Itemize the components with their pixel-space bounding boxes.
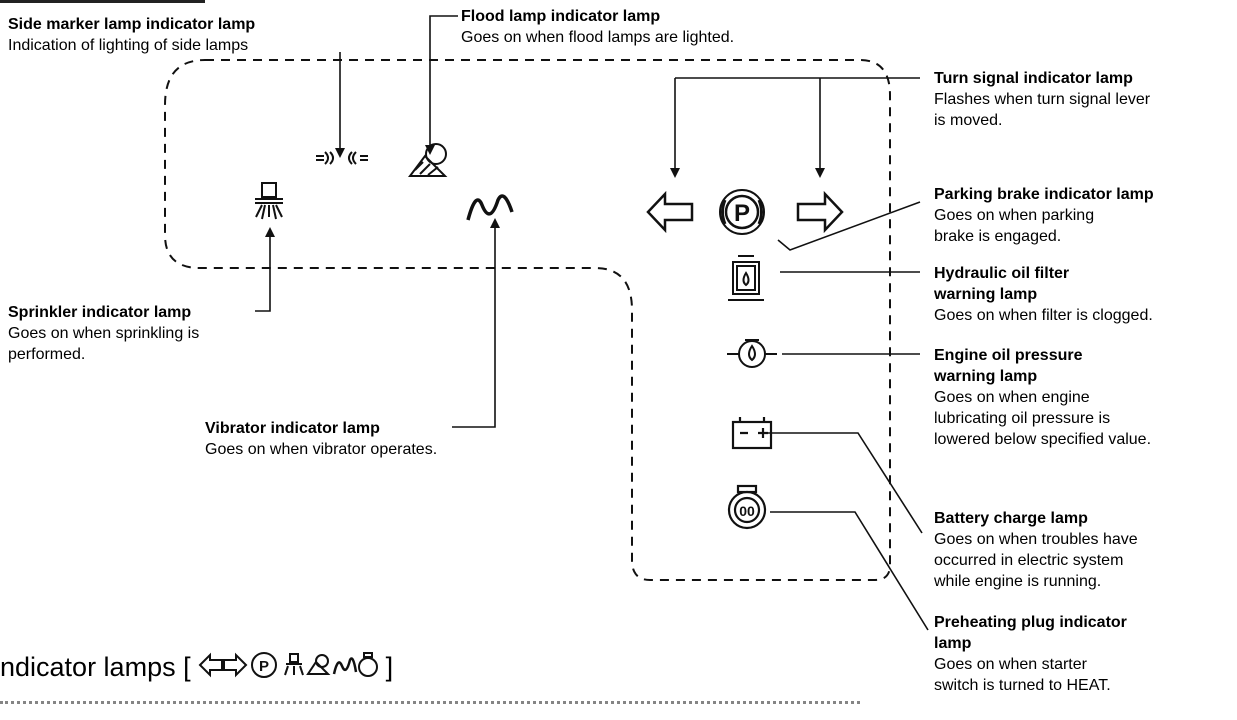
hydraulic-filter-label: Hydraulic oil filter warning lamp Goes o… — [934, 265, 1153, 324]
caption-icons: P — [198, 650, 379, 687]
leader-vibrator — [452, 228, 496, 428]
side-marker-icon — [316, 151, 368, 165]
svg-text:P: P — [259, 658, 269, 675]
sprinkler-icon — [255, 182, 283, 220]
leader-flood — [429, 15, 458, 145]
caption-preheat-icon — [358, 652, 379, 677]
leader-battery — [768, 432, 923, 534]
leader-parking — [777, 201, 921, 251]
parking-brake-label: Parking brake indicator lamp Goes on whe… — [934, 186, 1154, 245]
side-marker-label: Side marker lamp indicator lamp Indicati… — [8, 16, 256, 54]
caption-prefix: ndicator lamps [ — [0, 652, 191, 682]
sprinkler-label: Sprinkler indicator lamp Goes on when sp… — [8, 304, 200, 363]
caption-vibrator-icon — [332, 657, 358, 675]
svg-text:00: 00 — [739, 503, 755, 519]
vibrator-label: Vibrator indicator lamp Goes on when vib… — [205, 420, 438, 458]
preheat-label: Preheating plug indicator lamp Goes on w… — [934, 614, 1127, 694]
vibrator-icon — [466, 194, 514, 221]
leader-sprinkler — [255, 237, 271, 312]
turn-right-icon — [796, 190, 844, 234]
turn-signal-label: Turn signal indicator lamp Flashes when … — [934, 70, 1151, 129]
caption-parking-brake-icon: P — [251, 652, 278, 678]
caption-flood-icon — [306, 654, 331, 675]
caption-suffix: ] — [385, 652, 394, 682]
header-rule — [0, 0, 205, 3]
hydraulic-filter-icon — [728, 255, 764, 301]
svg-text:P: P — [734, 200, 750, 227]
panel-outline — [164, 59, 891, 581]
caption-turn-right-icon — [223, 652, 248, 678]
engine-oil-label: Engine oil pressure warning lamp Goes on… — [934, 347, 1152, 448]
preheat-icon: 00 — [727, 484, 767, 530]
section-caption: ndicator lamps [ P ] — [0, 650, 393, 687]
cut-off-text-line — [0, 701, 860, 720]
battery-icon — [731, 417, 773, 450]
leader-preheat — [770, 511, 929, 631]
flood-lamp-label: Flood lamp indicator lamp Goes on when f… — [461, 8, 735, 46]
battery-label: Battery charge lamp Goes on when trouble… — [934, 510, 1138, 590]
caption-turn-left-icon — [198, 652, 224, 678]
turn-left-icon — [646, 190, 694, 234]
caption-sprinkler-icon — [284, 653, 305, 676]
engine-oil-icon — [727, 339, 777, 368]
parking-brake-icon: P — [719, 189, 765, 235]
flood-lamp-icon — [408, 143, 448, 177]
